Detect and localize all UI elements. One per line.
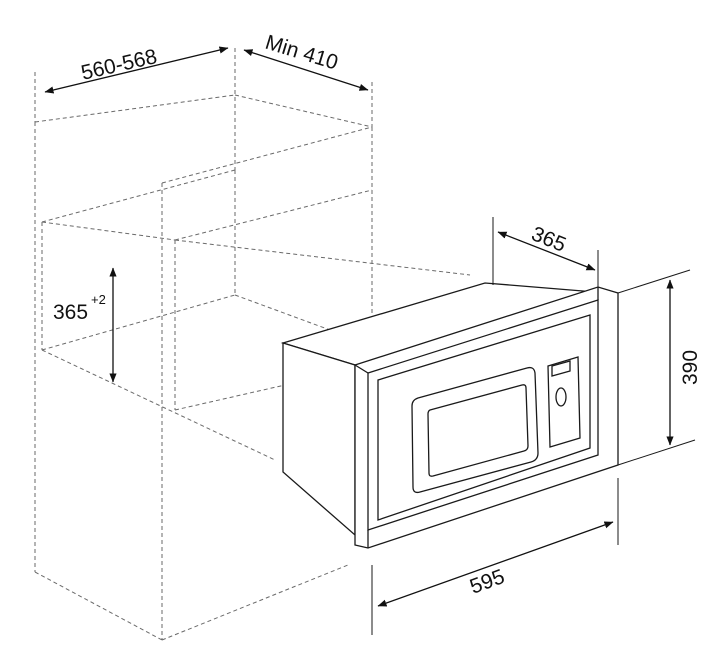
- microwave-side-face: [282, 342, 356, 537]
- dim-line-min-depth: [243, 49, 369, 91]
- label-niche-height-tolerance: +2: [91, 292, 106, 307]
- label-frame-depth: 365: [528, 222, 569, 256]
- cabinet-outline: [34, 48, 471, 641]
- control-panel: [547, 356, 581, 448]
- door-panel: [377, 314, 591, 521]
- dim-line-frame-depth: [497, 231, 596, 271]
- dim-line-cabinet-width: [44, 46, 229, 94]
- label-cabinet-width: 560-568: [79, 45, 159, 85]
- knob-icon: [555, 387, 567, 407]
- extension-lines: [371, 217, 696, 635]
- door-window-inner: [427, 384, 529, 477]
- display-icon: [551, 360, 571, 377]
- microwave-door: [377, 314, 591, 521]
- dimension-lines: [44, 46, 674, 607]
- door-window-outer: [411, 366, 539, 494]
- label-frame-height: 390: [679, 350, 702, 385]
- label-niche-height: 365: [53, 301, 88, 324]
- label-frame-width: 595: [467, 565, 508, 599]
- dim-line-frame-width: [377, 521, 614, 607]
